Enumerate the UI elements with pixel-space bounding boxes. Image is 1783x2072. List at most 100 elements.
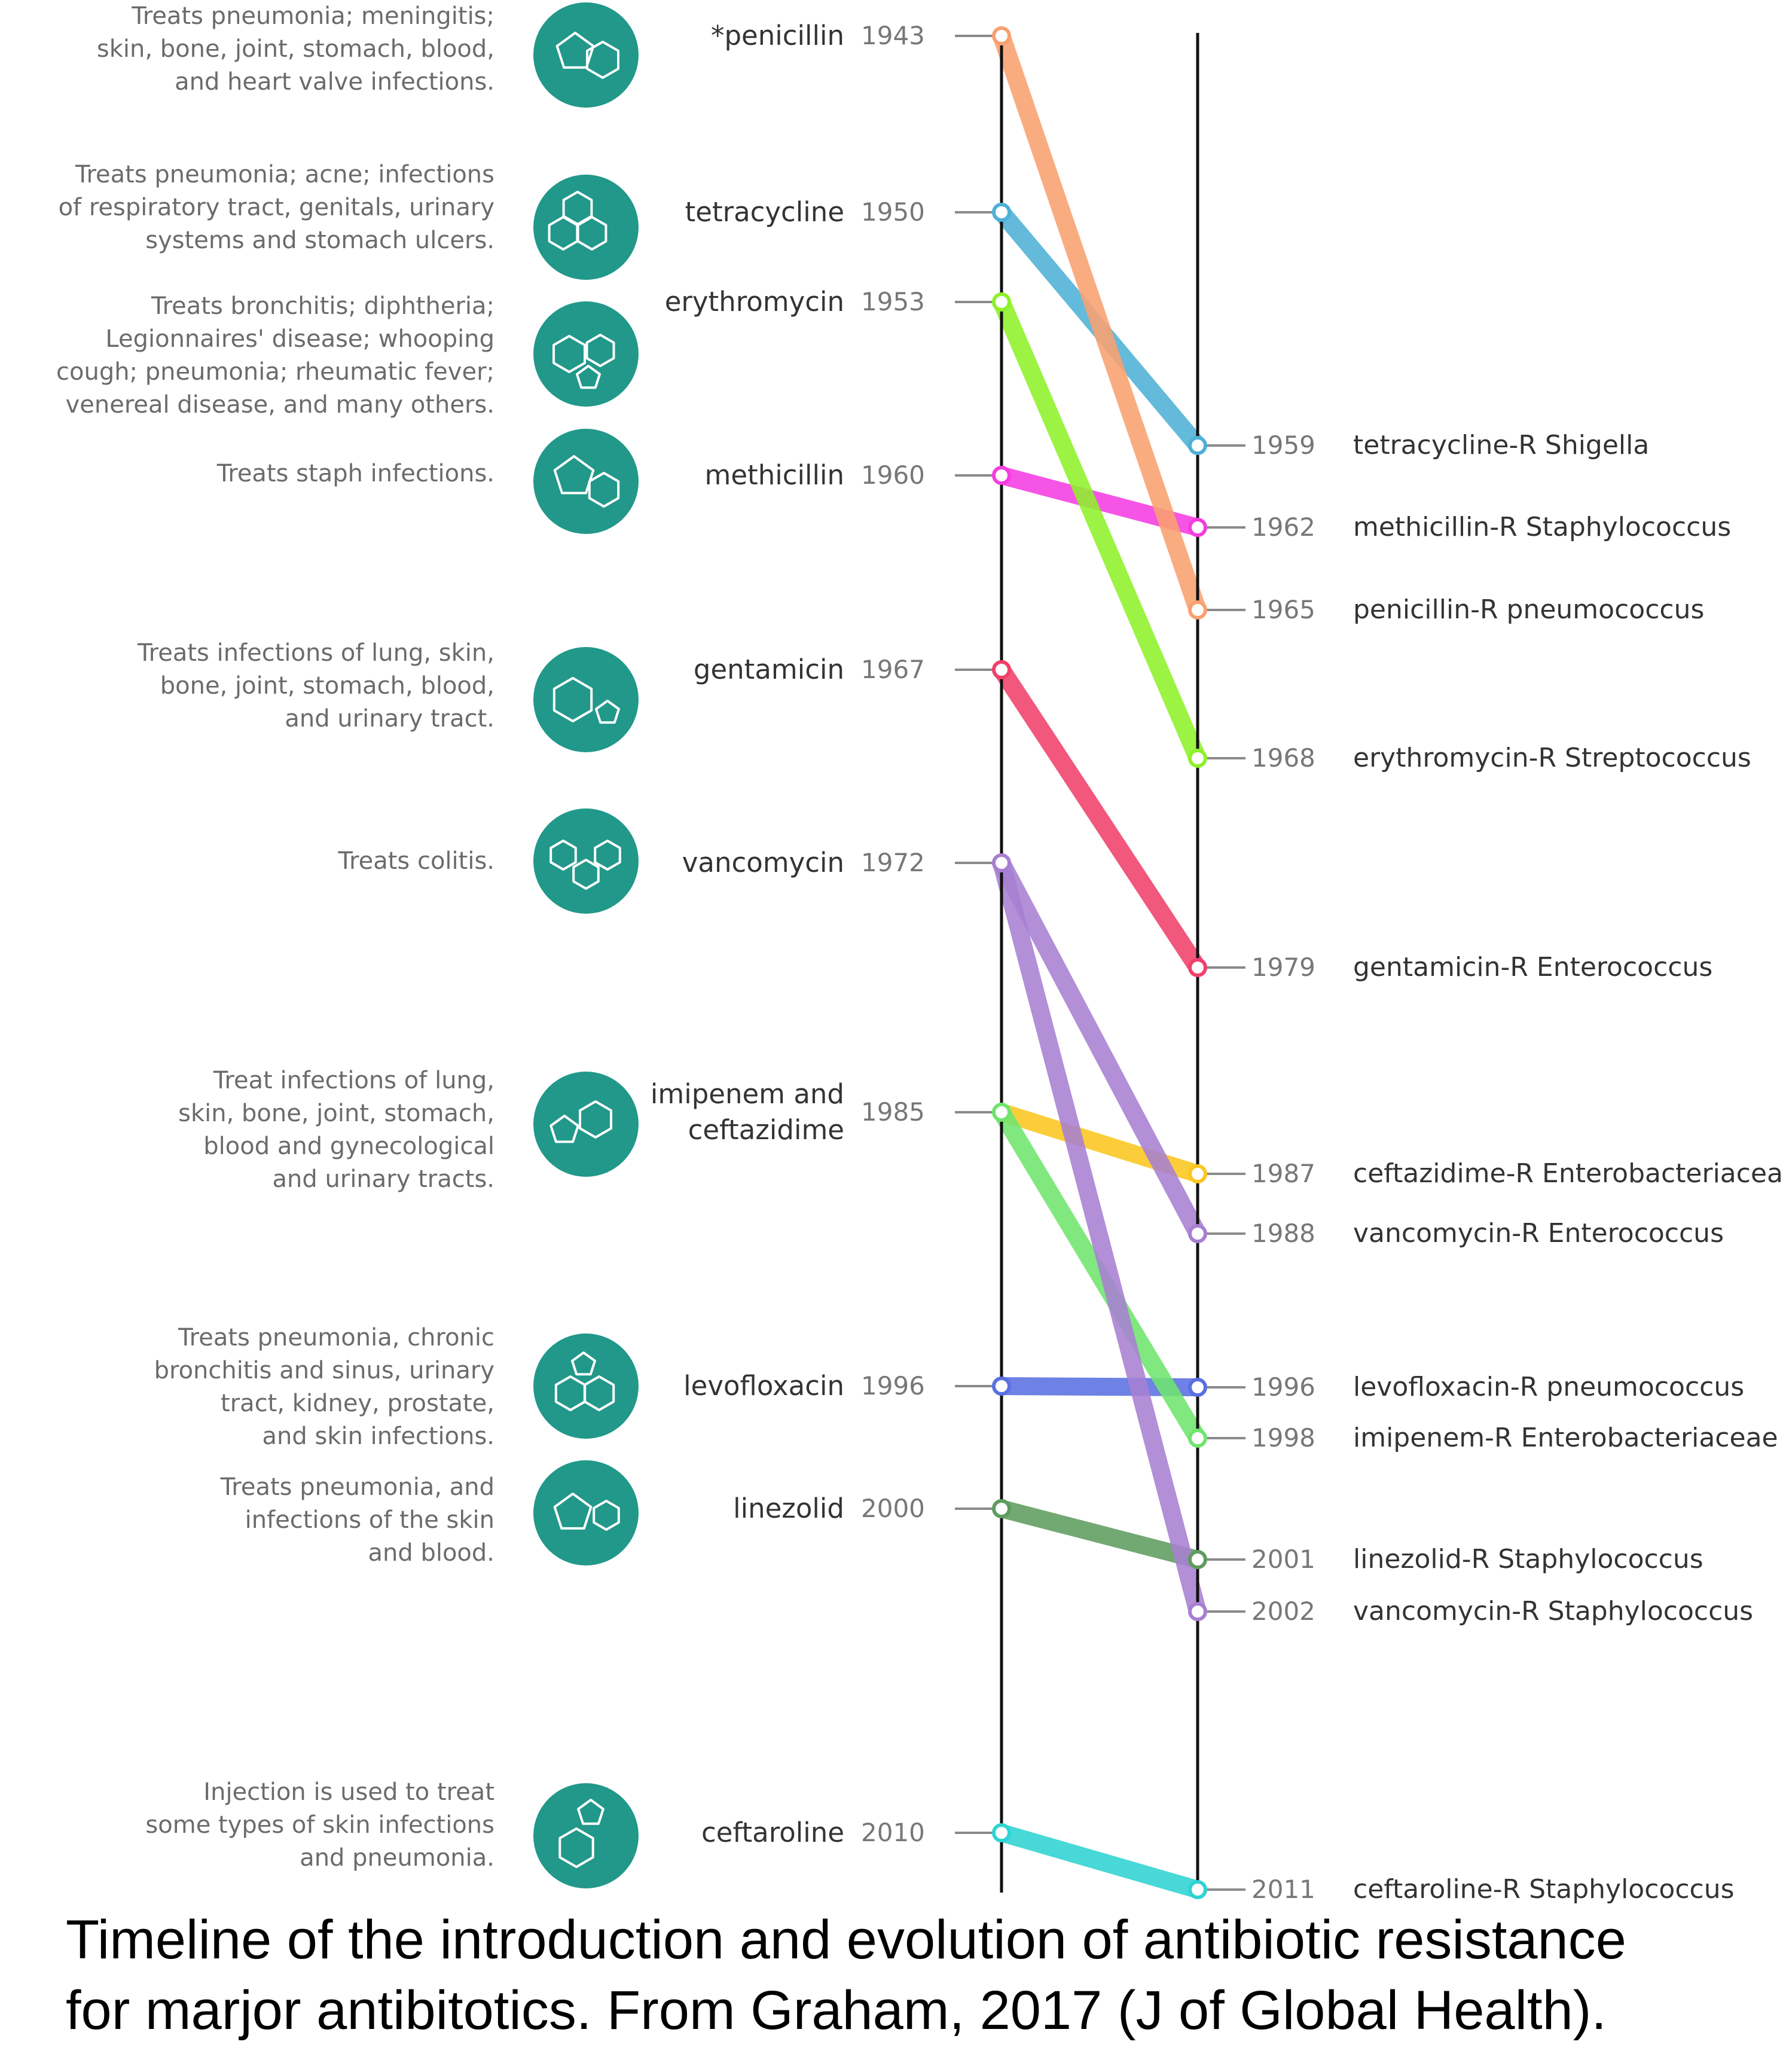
resistance-marker: [1188, 600, 1207, 620]
drug-name-vancomycin: vancomycin: [533, 845, 844, 881]
drug-year: 1960: [861, 460, 925, 490]
description-line: and blood.: [368, 1539, 494, 1567]
figure-caption: Timeline of the introduction and evoluti…: [66, 1905, 1776, 2046]
resistance-year: 2001: [1251, 1545, 1315, 1574]
resistance-year: 1968: [1251, 743, 1315, 773]
drug-name-tetracycline: tetracycline: [533, 194, 844, 230]
description-line: infections of the skin: [245, 1506, 494, 1534]
description-line: skin, bone, joint, stomach,: [178, 1100, 494, 1127]
resistance-marker: [1188, 1164, 1207, 1183]
connector-erythromycin-r: [993, 293, 1207, 767]
drug-description: Treats pneumonia, chronic bronchitis and …: [28, 1322, 494, 1453]
resistance-year: 1988: [1251, 1219, 1315, 1248]
drug-year: 1943: [861, 21, 925, 50]
methicillin-molecule-icon: [533, 429, 639, 534]
drug-description: Treats staph infections.: [28, 457, 494, 490]
resistance-connectors: [993, 27, 1207, 1899]
drug-name-levofloxacin: levofloxacin: [533, 1368, 844, 1404]
description-line: Treats pneumonia, and: [220, 1473, 494, 1501]
drug-name-line: ceftaroline: [701, 1817, 844, 1848]
description-line: Injection is used to treat: [203, 1778, 494, 1806]
drug-name-methicillin: methicillin: [533, 457, 844, 493]
drug-name-line: erythromycin: [664, 286, 844, 318]
resistance-marker: [1188, 1224, 1207, 1243]
resistance-year: 1996: [1251, 1372, 1315, 1402]
drug-description: Treats bronchitis; diphtheria;Legionnair…: [28, 290, 494, 422]
drug-year: 1985: [861, 1097, 925, 1127]
resistance-marker: [1188, 749, 1207, 768]
drug-name-line: vancomycin: [682, 847, 844, 878]
resistance-marker: [1188, 1378, 1207, 1397]
linezolid-molecule-icon: [533, 1460, 639, 1566]
ceftaroline-molecule-icon: [533, 1783, 639, 1888]
drug-name-line: imipenem and: [650, 1078, 844, 1110]
drug-name-line: ceftazidime: [688, 1114, 844, 1146]
tetracycline-molecule-icon: [533, 175, 639, 280]
description-line: and urinary tracts.: [272, 1165, 494, 1193]
description-line: Treats colitis.: [338, 847, 494, 875]
description-line: venereal disease, and many others.: [65, 391, 494, 419]
description-line: tract, kidney, prostate,: [221, 1390, 494, 1417]
resistance-label-levofloxacin-r: levofloxacin-R pneumococcus: [1353, 1372, 1745, 1402]
description-line: Treats pneumonia; acne; infections: [75, 161, 494, 188]
resistance-year: 1998: [1251, 1423, 1315, 1452]
resistance-year: 2002: [1251, 1597, 1315, 1626]
drug-year: 2010: [861, 1818, 925, 1847]
resistance-year: 1962: [1251, 512, 1315, 542]
drug-description: Treats pneumonia; meningitis;skin, bone,…: [28, 0, 494, 99]
drug-description: Treats pneumonia, and infections of the s…: [28, 1471, 494, 1570]
description-line: bone, joint, stomach, blood,: [160, 672, 494, 700]
description-line: Legionnaires' disease; whooping: [105, 325, 494, 353]
penicillin-molecule-icon: [533, 2, 639, 108]
drug-marker: [992, 292, 1011, 312]
resistance-marker: [1188, 1602, 1207, 1621]
resistance-label-tetracycline-r: tetracycline-R Shigella: [1353, 430, 1650, 460]
drug-marker: [992, 466, 1011, 485]
drug-year: 2000: [861, 1494, 925, 1523]
description-line: and pneumonia.: [300, 1844, 494, 1872]
drug-marker: [992, 1377, 1011, 1396]
drug-name-imipenem-ceftazidime: imipenem and ceftazidime: [533, 1076, 844, 1148]
drug-marker: [992, 660, 1011, 679]
drug-name-erythromycin: erythromycin: [533, 284, 844, 320]
description-line: blood and gynecological: [203, 1133, 494, 1160]
drug-name-line: *penicillin: [710, 20, 844, 51]
description-line: Treat infections of lung,: [213, 1067, 494, 1094]
drug-marker: [992, 1499, 1011, 1518]
caption-line: for marjor antibitotics. From Graham, 20…: [66, 1980, 1607, 2041]
description-line: Treats pneumonia, chronic: [178, 1324, 494, 1351]
connector-penicillin-r: [993, 27, 1207, 619]
drug-description: Treat infections of lung, skin, bone, joi…: [28, 1064, 494, 1196]
vancomycin-molecule-icon: [533, 808, 639, 914]
resistance-marker: [1188, 958, 1207, 977]
drug-name-penicillin: *penicillin: [533, 18, 844, 54]
resistance-year: 1979: [1251, 953, 1315, 982]
drug-marker: [992, 203, 1011, 222]
drug-name-line: levofloxacin: [683, 1370, 844, 1402]
drug-year: 1967: [861, 655, 925, 684]
connector-vancomycin-r-entero: [993, 854, 1207, 1243]
drug-name-ceftaroline: ceftaroline: [533, 1815, 844, 1851]
resistance-label-imipenem-r: imipenem-R Enterobacteriaceae: [1353, 1423, 1778, 1453]
resistance-label-ceftazidime-r: ceftazidime-R Enterobacteriaceae: [1353, 1158, 1783, 1189]
connector-ceftaroline-r: [993, 1824, 1207, 1899]
drug-name-line: methicillin: [704, 459, 844, 491]
drug-name-linezolid: linezolid: [533, 1491, 844, 1527]
connector-imipenem-r: [993, 1103, 1207, 1447]
drug-marker: [992, 853, 1011, 872]
levofloxacin-molecule-icon: [533, 1333, 639, 1439]
drug-year: 1996: [861, 1371, 925, 1400]
drug-year: 1972: [861, 848, 925, 877]
resistance-label-vancomycin-r-entero: vancomycin-R Enterococcus: [1353, 1218, 1724, 1249]
description-line: bronchitis and sinus, urinary: [154, 1357, 494, 1384]
resistance-label-methicillin-r: methicillin-R Staphylococcus: [1353, 512, 1732, 542]
resistance-label-linezolid-r: linezolid-R Staphylococcus: [1353, 1544, 1703, 1574]
drug-marker: [992, 26, 1011, 45]
description-line: Treats staph infections.: [216, 460, 494, 487]
resistance-marker: [1188, 436, 1207, 455]
connector-linezolid-r: [993, 1500, 1207, 1569]
description-line: and urinary tract.: [285, 705, 494, 733]
